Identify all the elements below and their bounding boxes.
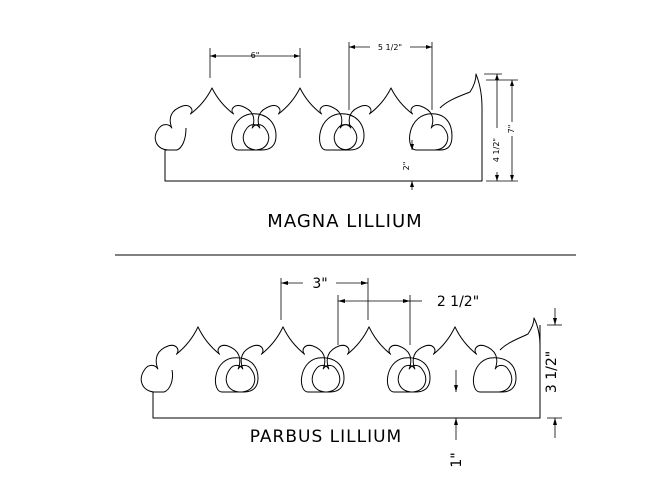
magna-base-dimension: 2" bbox=[402, 140, 414, 190]
magna-height-label: 4 1/2" bbox=[492, 138, 501, 162]
parbus-width-label: 2 1/2" bbox=[437, 294, 479, 310]
parbus-height-label: 3 1/2" bbox=[544, 351, 560, 393]
magna-width-label: 5 1/2" bbox=[378, 43, 402, 52]
magna-profile bbox=[154, 73, 483, 182]
magna-height-dimension: 4 1/2" bbox=[484, 73, 502, 181]
parbus-lillium-drawing: 3" 2 1/2" 1" 3 1/2" bbox=[140, 276, 562, 468]
magna-pitch-dimension: 6" bbox=[209, 48, 301, 78]
magna-overall-dimension: 7" bbox=[486, 79, 518, 182]
parbus-base-dimension: 1" bbox=[449, 370, 465, 468]
parbus-profile bbox=[140, 317, 541, 419]
parbus-height-dimension: 3 1/2" bbox=[544, 308, 562, 438]
magna-overall-label: 7" bbox=[507, 125, 516, 134]
magna-title: MAGNA LILLIUM bbox=[267, 211, 422, 232]
magna-lillium-drawing: 6" 5 1/2" 2" 4 1/2" bbox=[154, 41, 518, 232]
parbus-base-label: 1" bbox=[449, 452, 465, 467]
parbus-title: PARBUS LILLIUM bbox=[250, 427, 402, 447]
magna-base-label: 2" bbox=[402, 162, 411, 171]
magna-pitch-label: 6" bbox=[251, 51, 260, 60]
parbus-width-dimension: 2 1/2" bbox=[337, 294, 479, 345]
parbus-pitch-dimension: 3" bbox=[280, 276, 369, 320]
parbus-pitch-label: 3" bbox=[312, 276, 327, 292]
magna-width-dimension: 5 1/2" bbox=[348, 41, 433, 110]
